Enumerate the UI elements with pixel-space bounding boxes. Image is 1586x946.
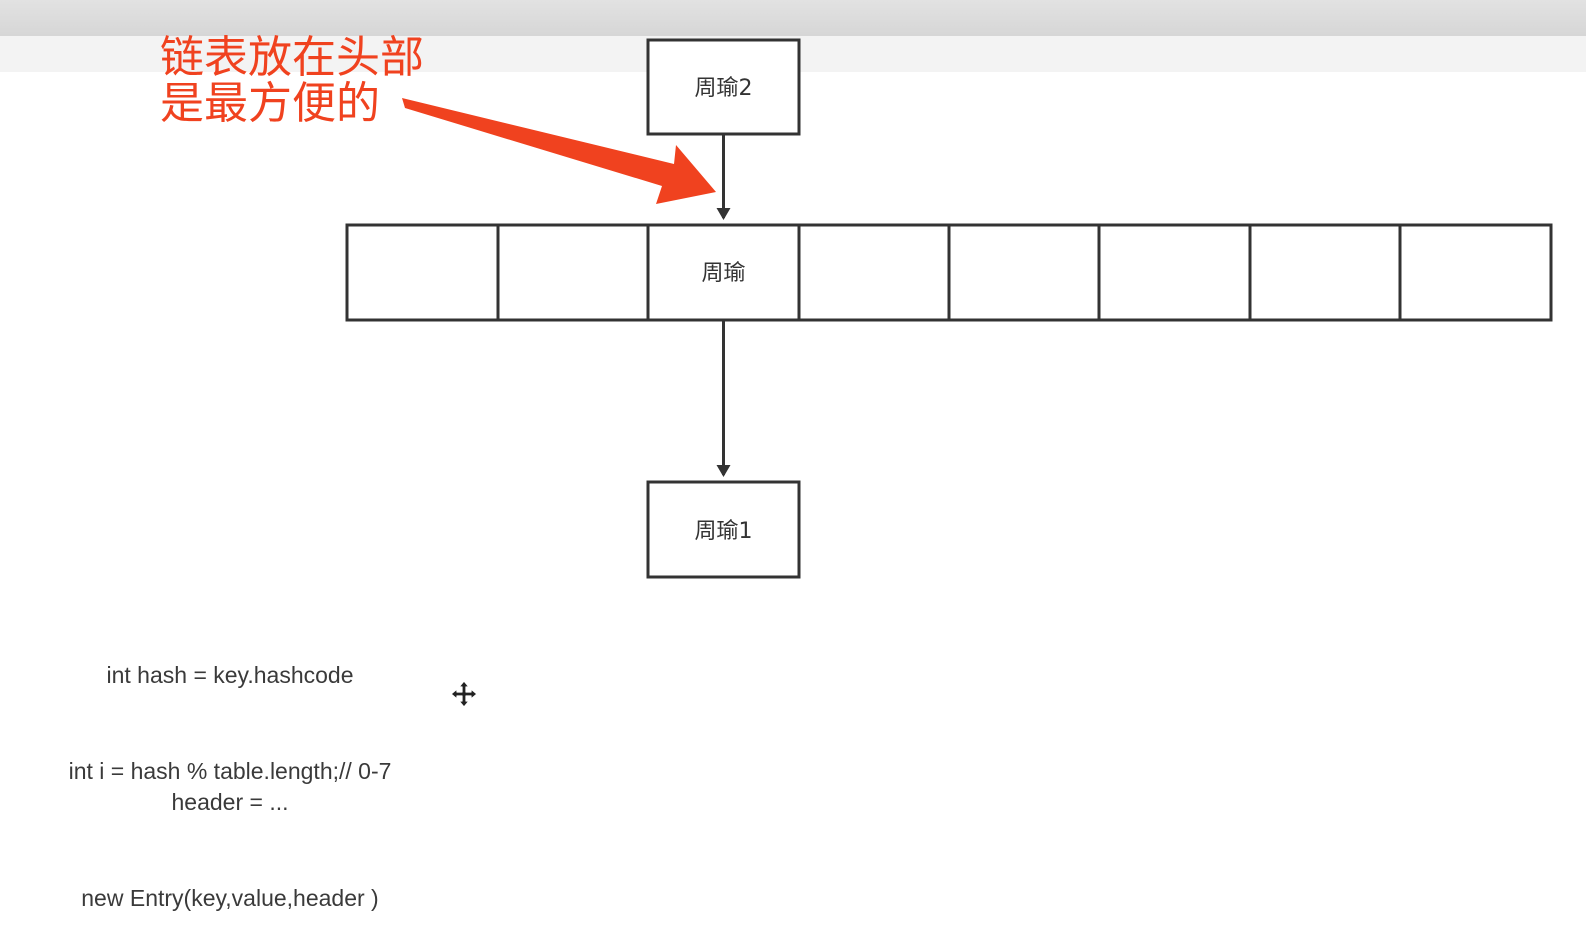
- hashmap-diagram: 周瑜2 周瑜 周瑜1 链表放在头部 是最方便的: [160, 32, 1553, 579]
- array-cell-2[interactable]: [646, 223, 801, 322]
- array-cell-4[interactable]: [947, 223, 1101, 322]
- move-cursor-icon: [450, 680, 478, 708]
- array-cell-1[interactable]: [496, 223, 650, 322]
- array-cell-3[interactable]: [797, 223, 951, 322]
- bottom-node[interactable]: 周瑜1: [646, 480, 801, 579]
- top-node[interactable]: 周瑜2: [646, 38, 801, 136]
- array-cell-5[interactable]: [1097, 223, 1252, 322]
- annotation-arrow: [402, 98, 716, 204]
- hash-table-array: 周瑜: [345, 223, 1553, 322]
- code-line-hash: int hash = key.hashcode: [106, 662, 354, 688]
- annotation-line-1: 链表放在头部: [160, 32, 424, 83]
- entry-code-snippet: header = ... new Entry(key,value,header …: [30, 722, 430, 946]
- array-cell-0[interactable]: [345, 223, 500, 322]
- hash-code-snippet: int hash = key.hashcode int i = hash % t…: [20, 595, 440, 819]
- top-toolbar-bar: [0, 0, 1586, 36]
- bottom-node-label: 周瑜1: [695, 519, 753, 544]
- array-cell-7[interactable]: [1398, 223, 1553, 322]
- code-line-index: int i = hash % table.length;// 0-7: [68, 758, 392, 784]
- array-cell-6[interactable]: [1248, 223, 1402, 322]
- annotation-line-2: 是最方便的: [160, 78, 380, 129]
- code-line-new-entry: new Entry(key,value,header ): [81, 885, 379, 911]
- bucket-node-label: 周瑜: [701, 261, 745, 286]
- top-node-label: 周瑜2: [695, 76, 753, 101]
- code-line-header: header = ...: [171, 789, 289, 815]
